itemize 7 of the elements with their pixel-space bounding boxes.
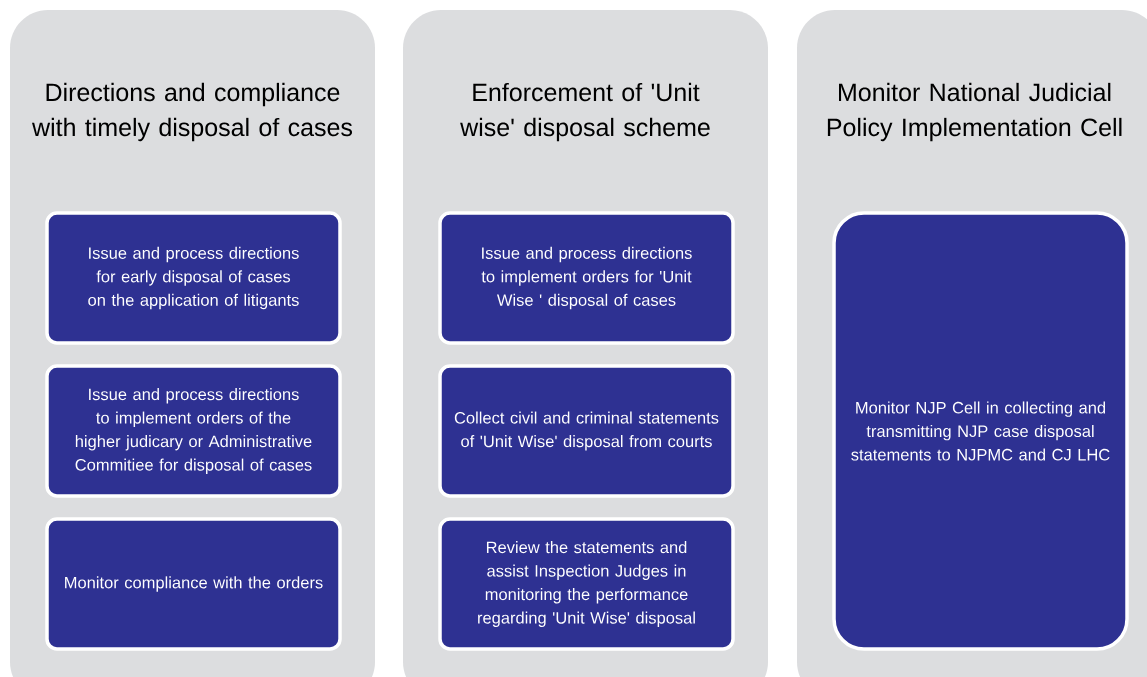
task-box: Monitor NJP Cell in collecting and transmitting NJP case disposal statements to NJPMC and CJ LHC: [832, 211, 1129, 651]
task-box: Review the statements and assist Inspection Judges in monitoring the performance regarding 'Unit Wise' disposal: [438, 517, 735, 651]
task-box: Monitor compliance with the orders: [45, 517, 342, 651]
task-box: Issue and process directions to implement orders of the higher judicary or Administrative Commitiee for disposal of cases: [45, 364, 342, 498]
task-box: Collect civil and criminal statements of 'Unit Wise' disposal from courts: [438, 364, 735, 498]
task-box: Issue and process directions to implement orders for 'Unit Wise ' disposal of cases: [438, 211, 735, 345]
task-box: Issue and process directions for early disposal of cases on the application of litigants: [45, 211, 342, 345]
